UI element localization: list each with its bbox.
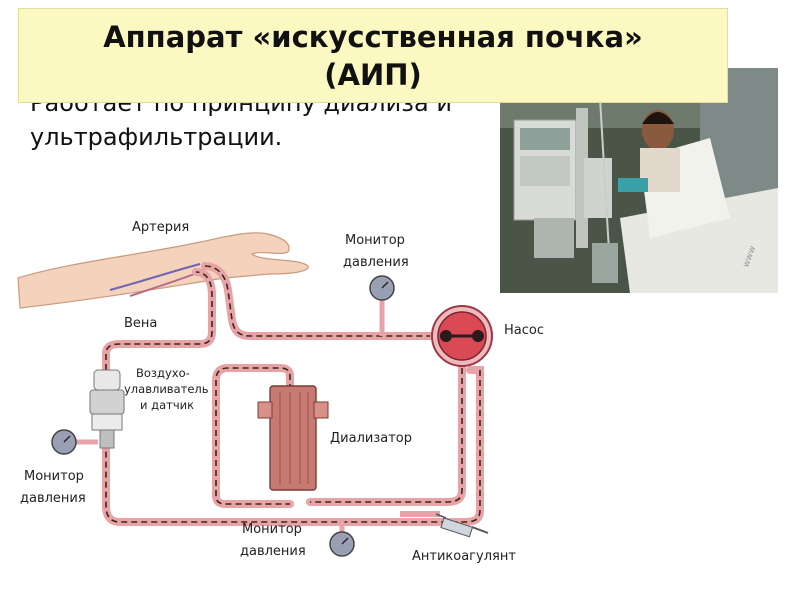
dialyzer-unit: [257, 385, 329, 491]
pressure-monitor-top-icon: [369, 275, 395, 301]
vein-line: [109, 263, 201, 291]
label-air-trap-3: и датчик: [140, 398, 194, 412]
pressure-monitor-left-icon: [51, 429, 77, 455]
blood-tubing: [76, 262, 484, 534]
label-pressure-monitor-top-2: давления: [343, 255, 409, 270]
pump-icon: [431, 305, 493, 367]
slide-title-line-2: (АИП): [324, 57, 422, 92]
label-artery: Артерия: [132, 220, 189, 235]
hemodialysis-circuit-diagram: Артерия Вена Монитор давления Насос Возд…: [17, 220, 544, 564]
label-pressure-monitor-left-2: давления: [20, 491, 86, 506]
label-pressure-monitor-bottom-1: Монитор: [242, 522, 302, 537]
label-pump: Насос: [504, 323, 544, 338]
label-pressure-monitor-top-1: Монитор: [345, 233, 405, 248]
syringe-icon: [435, 513, 489, 538]
label-anticoagulant: Антикоагулянт: [412, 549, 516, 564]
label-vein: Вена: [124, 316, 157, 331]
label-pressure-monitor-left-1: Монитор: [24, 469, 84, 484]
label-air-trap-2: улавливатель: [124, 382, 209, 396]
slide-title-line-1: Аппарат «искусственная почка»: [103, 19, 643, 54]
slide-title-box: Аппарат «искусственная почка» (АИП): [18, 8, 728, 103]
arm-illustration: [17, 232, 309, 309]
label-pressure-monitor-bottom-2: давления: [240, 544, 306, 559]
label-dialyzer: Диализатор: [330, 431, 412, 446]
body-line-2: ультрафильтрации.: [30, 123, 283, 151]
air-trap-device: [89, 369, 125, 449]
pressure-monitor-bottom-icon: [329, 531, 355, 557]
label-air-trap-1: Воздухо-: [136, 366, 190, 380]
